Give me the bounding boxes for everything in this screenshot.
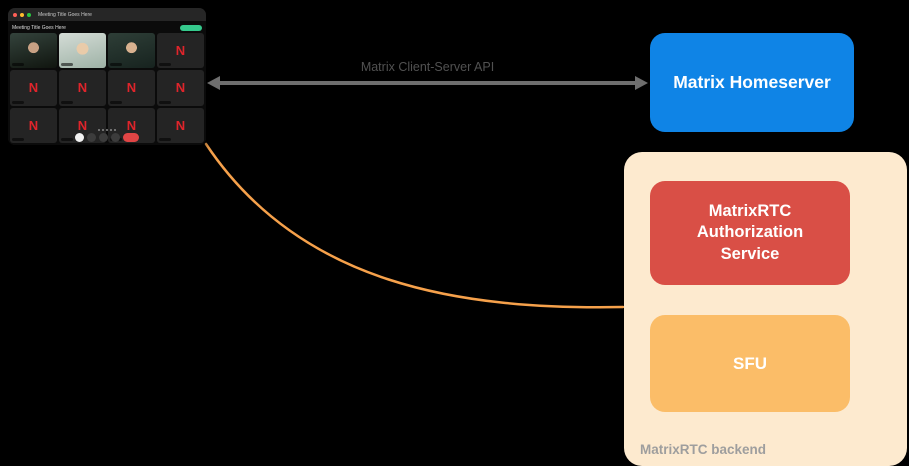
participant-avatar-tile: N: [157, 70, 204, 106]
arrow-shaft: [220, 81, 635, 85]
double-headed-arrow: [207, 76, 648, 90]
window-zoom-button[interactable]: [27, 12, 31, 17]
window-titlebar: Meeting Title Goes Here: [8, 8, 206, 21]
matrixrtc-backend-label: MatrixRTC backend: [640, 442, 767, 457]
avatar-letter: N: [175, 117, 186, 133]
authorization-service-box: MatrixRTC Authorization Service: [650, 181, 850, 285]
call-content: Meeting Title Goes Here N N N N N N N N …: [8, 21, 206, 145]
window-minimize-button[interactable]: [20, 12, 24, 17]
call-header-action-pill[interactable]: [180, 24, 202, 31]
client-server-arrow: Matrix Client-Server API: [207, 60, 648, 90]
call-title: Meeting Title Goes Here: [12, 24, 66, 31]
window-title: Meeting Title Goes Here: [38, 11, 92, 18]
arrow-label: Matrix Client-Server API: [360, 60, 495, 74]
participant-avatar-tile: N: [157, 33, 204, 69]
avatar-letter: N: [126, 117, 137, 133]
avatar-letter: N: [77, 80, 88, 96]
pagination-dots: [98, 129, 116, 131]
camera-button[interactable]: [87, 133, 96, 142]
avatar-letter: N: [175, 80, 186, 96]
matrixrtc-backend-container: MatrixRTC Authorization Service SFU Matr…: [624, 152, 907, 466]
participant-avatar-tile: N: [59, 107, 106, 143]
sfu-label: SFU: [733, 353, 767, 373]
avatar-letter: N: [126, 80, 137, 96]
hangup-button[interactable]: [123, 133, 139, 142]
arrow-head-left-icon: [207, 76, 220, 90]
participant-avatar-tile: N: [157, 107, 204, 143]
avatar-letter: N: [28, 117, 39, 133]
video-grid: N N N N N N N N N: [10, 33, 204, 143]
authorization-service-label: MatrixRTC Authorization Service: [696, 201, 804, 263]
arrow-head-right-icon: [635, 76, 648, 90]
matrix-homeserver-label: Matrix Homeserver: [673, 72, 831, 92]
participant-video-tile: [59, 33, 106, 69]
more-options-button[interactable]: [111, 133, 120, 142]
participant-avatar-tile: N: [10, 107, 57, 143]
mic-button[interactable]: [75, 133, 84, 142]
participant-avatar-tile: N: [108, 70, 155, 106]
call-app-window[interactable]: Meeting Title Goes Here Meeting Title Go…: [8, 8, 206, 145]
call-control-buttons: [75, 133, 139, 142]
participant-avatar-tile: N: [59, 70, 106, 106]
call-header: Meeting Title Goes Here: [10, 23, 204, 32]
participant-video-tile: [10, 33, 57, 69]
avatar-letter: N: [28, 80, 39, 96]
participant-avatar-tile: N: [10, 70, 57, 106]
screenshare-button[interactable]: [99, 133, 108, 142]
sfu-box: SFU: [650, 315, 850, 412]
avatar-letter: N: [77, 117, 88, 133]
window-close-button[interactable]: [13, 12, 17, 17]
call-controls: [75, 129, 139, 142]
matrix-homeserver-box: Matrix Homeserver: [650, 33, 854, 132]
avatar-letter: N: [175, 43, 186, 59]
participant-video-tile: [108, 33, 155, 69]
